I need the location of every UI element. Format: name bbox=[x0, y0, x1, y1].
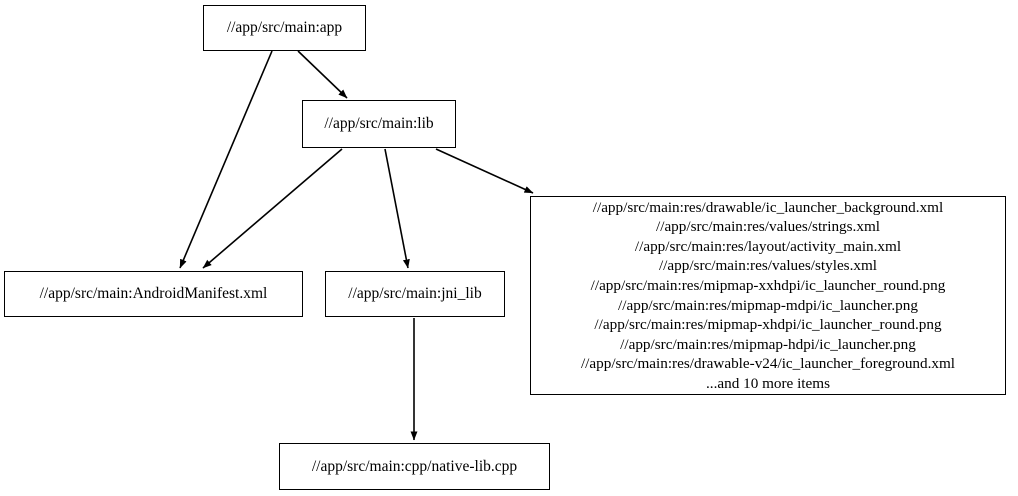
node-lib-label: //app/src/main:lib bbox=[324, 115, 434, 133]
node-jni-lib[interactable]: //app/src/main:jni_lib bbox=[325, 271, 505, 317]
edge-app-to-lib bbox=[297, 50, 348, 99]
edge-lib-to-manifest bbox=[202, 148, 343, 269]
node-lib[interactable]: //app/src/main:lib bbox=[302, 100, 456, 148]
edge-lib-to-res bbox=[435, 148, 534, 194]
node-res-group-label: //app/src/main:res/drawable/ic_launcher_… bbox=[580, 198, 956, 392]
edge-lib-to-jni-lib bbox=[384, 148, 410, 269]
node-jni-lib-label: //app/src/main:jni_lib bbox=[348, 285, 482, 303]
edge-app-to-manifest bbox=[179, 50, 273, 269]
node-native-lib-cpp-label: //app/src/main:cpp/native-lib.cpp bbox=[311, 457, 518, 475]
node-app[interactable]: //app/src/main:app bbox=[203, 5, 366, 51]
node-native-lib-cpp[interactable]: //app/src/main:cpp/native-lib.cpp bbox=[279, 443, 550, 490]
node-android-manifest[interactable]: //app/src/main:AndroidManifest.xml bbox=[4, 271, 303, 317]
node-android-manifest-label: //app/src/main:AndroidManifest.xml bbox=[39, 285, 268, 303]
node-app-label: //app/src/main:app bbox=[226, 19, 343, 37]
node-res-group[interactable]: //app/src/main:res/drawable/ic_launcher_… bbox=[530, 196, 1006, 395]
